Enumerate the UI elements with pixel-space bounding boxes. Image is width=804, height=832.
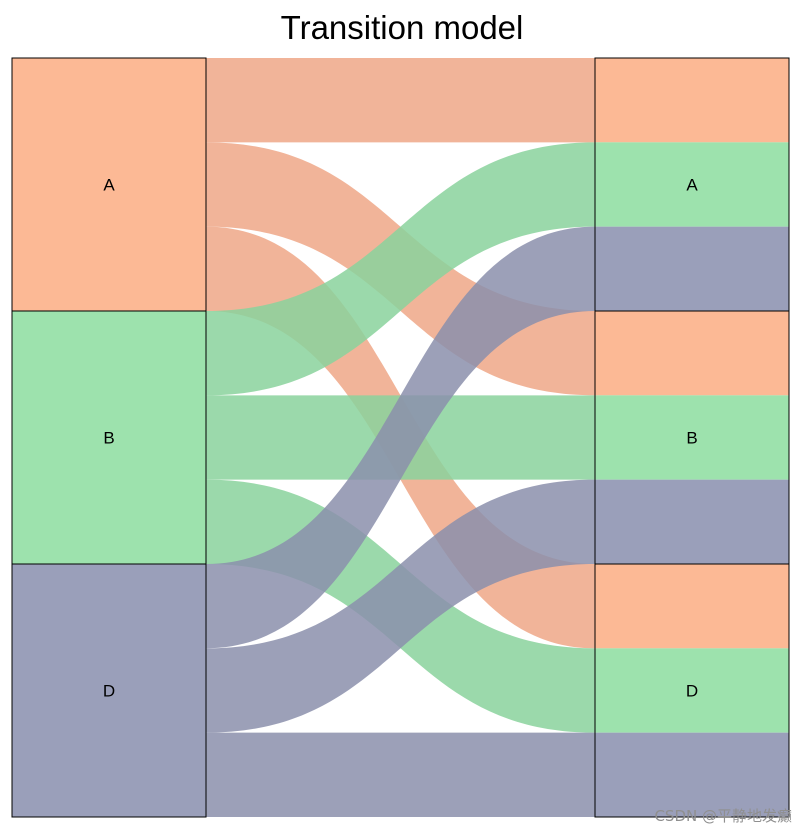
- left-stratum-B: [11, 310, 207, 565]
- right-band-A-to-B: [595, 311, 789, 396]
- flow-D-to-D: [206, 732, 595, 817]
- left-axis-strata: A B D: [11, 57, 207, 818]
- chart-title: Transition model: [280, 9, 524, 46]
- watermark-text: CSDN @平静地发癫: [654, 807, 792, 825]
- left-stratum-A: [11, 57, 207, 312]
- left-stratum-D: [11, 563, 207, 818]
- right-band-B-to-D: [595, 648, 789, 733]
- right-band-B-to-A: [595, 142, 789, 227]
- flow-B-to-A: [206, 142, 595, 396]
- left-stratum-label-D: D: [103, 682, 115, 701]
- right-stratum-label-A: A: [686, 176, 698, 195]
- right-band-D-to-A: [595, 226, 789, 311]
- left-stratum-label-A: A: [103, 176, 115, 195]
- right-stratum-label-B: B: [686, 429, 697, 448]
- right-band-D-to-B: [595, 479, 789, 564]
- left-stratum-label-B: B: [103, 429, 114, 448]
- right-axis-strata: A B D: [594, 57, 790, 818]
- right-band-D-to-D: [595, 732, 789, 817]
- flow-D-to-B: [206, 479, 595, 733]
- right-stratum-label-D: D: [686, 682, 698, 701]
- right-stratum-D: [594, 563, 790, 818]
- flow-A-to-A: [206, 58, 595, 143]
- right-band-B-to-B: [595, 395, 789, 480]
- flow-layer: [206, 58, 595, 817]
- right-band-A-to-A: [595, 58, 789, 143]
- right-band-A-to-D: [595, 564, 789, 649]
- flow-D-to-A: [206, 226, 595, 649]
